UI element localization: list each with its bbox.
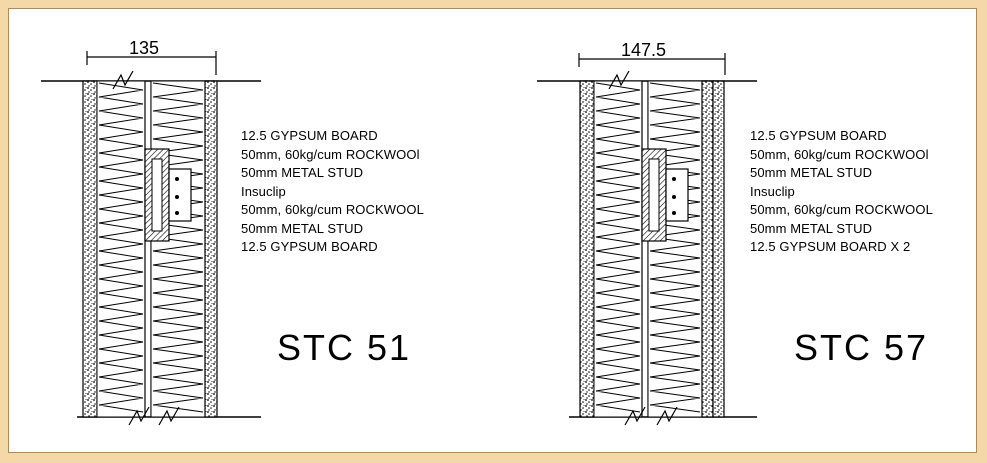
wall-sections-drawing: 135 <box>41 38 757 426</box>
left-layer-list: 12.5 GYPSUM BOARD 50mm, 60kg/cum ROCKWOO… <box>241 127 424 257</box>
left-layer-2: 50mm, 60kg/cum ROCKWOOl <box>241 146 420 162</box>
left-layer-5: 50mm, 60kg/cum ROCKWOOL <box>241 202 424 217</box>
drawing-frame: 135 <box>8 8 977 453</box>
right-dimension-label: 147.5 <box>621 40 666 60</box>
right-layer-4: Insuclip <box>750 183 795 199</box>
right-layer-2: 50mm, 60kg/cum ROCKWOOl <box>750 146 929 162</box>
left-layer-6: 50mm METAL STUD <box>241 220 364 236</box>
right-wall-section: 147.5 <box>537 40 757 426</box>
right-layer-6: 50mm METAL STUD <box>750 220 873 236</box>
right-dimension: 147.5 <box>578 40 726 75</box>
left-layer-1: 12.5 GYPSUM BOARD <box>241 128 378 143</box>
right-layer-3: 50mm METAL STUD <box>750 165 873 180</box>
right-layer-7: 12.5 GYPSUM BOARD X 2 <box>750 239 911 254</box>
left-layer-4: Insuclip <box>241 183 286 199</box>
left-stc-rating: STC 51 <box>277 327 412 368</box>
right-layer-1: 12.5 GYPSUM BOARD <box>750 128 887 143</box>
left-layer-7: 12.5 GYPSUM BOARD <box>241 239 378 254</box>
left-layer-3: 50mm METAL STUD <box>241 165 364 180</box>
right-layer-list: 12.5 GYPSUM BOARD 50mm, 60kg/cum ROCKWOO… <box>750 127 933 257</box>
left-wall-section: 135 <box>41 38 261 426</box>
right-insuclip <box>641 148 689 242</box>
left-insuclip <box>144 148 192 242</box>
left-dimension-label: 135 <box>129 38 159 58</box>
left-dimension: 135 <box>86 38 217 75</box>
right-stc-rating: STC 57 <box>794 327 929 368</box>
right-layer-5: 50mm, 60kg/cum ROCKWOOL <box>750 202 933 217</box>
